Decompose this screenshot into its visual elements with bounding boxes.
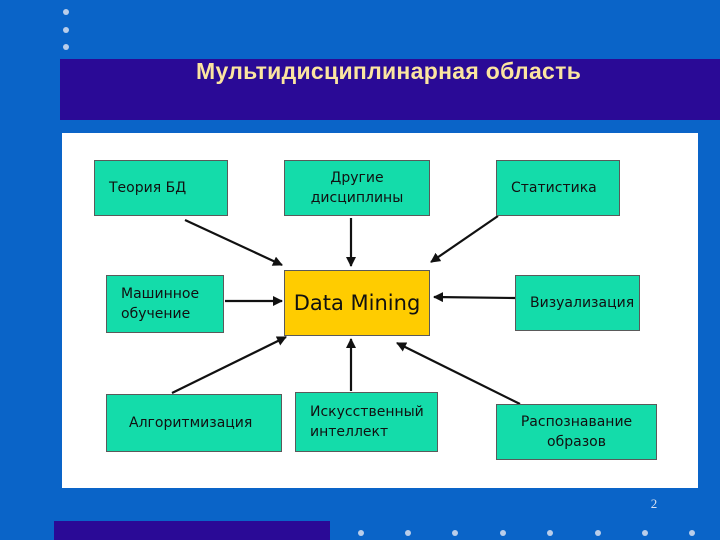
decor-dot <box>642 530 648 536</box>
node-ai: Искусственный интеллект <box>295 392 438 452</box>
decor-dot <box>689 530 695 536</box>
decor-dot <box>63 9 69 15</box>
arrow-db-theory <box>184 219 283 266</box>
node-label: Алгоритмизация <box>129 415 253 431</box>
arrow-pattern-recognition <box>396 342 521 405</box>
node-label: Распознавание образов <box>520 414 633 450</box>
node-label: Статистика <box>511 180 597 196</box>
title-band <box>60 59 720 120</box>
node-other-disciplines: Другие дисциплины <box>284 160 430 216</box>
footer-bar <box>54 521 330 540</box>
node-visualization: Визуализация <box>515 275 640 331</box>
node-algorithmization: Алгоритмизация <box>106 394 282 452</box>
node-pattern-recognition: Распознавание образов <box>496 404 657 460</box>
node-label: Теория БД <box>109 180 187 196</box>
decor-dot <box>452 530 458 536</box>
slide-title: Мультидисциплинарная область <box>196 58 582 84</box>
node-label: Искусственный интеллект <box>310 404 424 440</box>
arrow-statistics <box>430 215 499 263</box>
decor-dot <box>63 44 69 50</box>
node-label: Машинное обучение <box>121 286 200 322</box>
arrow-visualization <box>433 292 516 303</box>
decor-dot <box>500 530 506 536</box>
decor-dot <box>547 530 553 536</box>
node-machine-learning: Машинное обучение <box>106 275 224 333</box>
node-label: Визуализация <box>530 295 635 311</box>
arrow-algorithmization <box>171 336 287 394</box>
page-number: 2 <box>650 496 658 511</box>
node-statistics: Статистика <box>496 160 620 216</box>
decor-dot <box>63 27 69 33</box>
node-data-mining: Data Mining <box>284 270 430 336</box>
decor-dot <box>595 530 601 536</box>
decor-dot <box>358 530 364 536</box>
node-label: Другие дисциплины <box>310 170 404 206</box>
center-label: Data Mining <box>293 291 421 315</box>
decor-dot <box>405 530 411 536</box>
node-db-theory: Теория БД <box>94 160 228 216</box>
